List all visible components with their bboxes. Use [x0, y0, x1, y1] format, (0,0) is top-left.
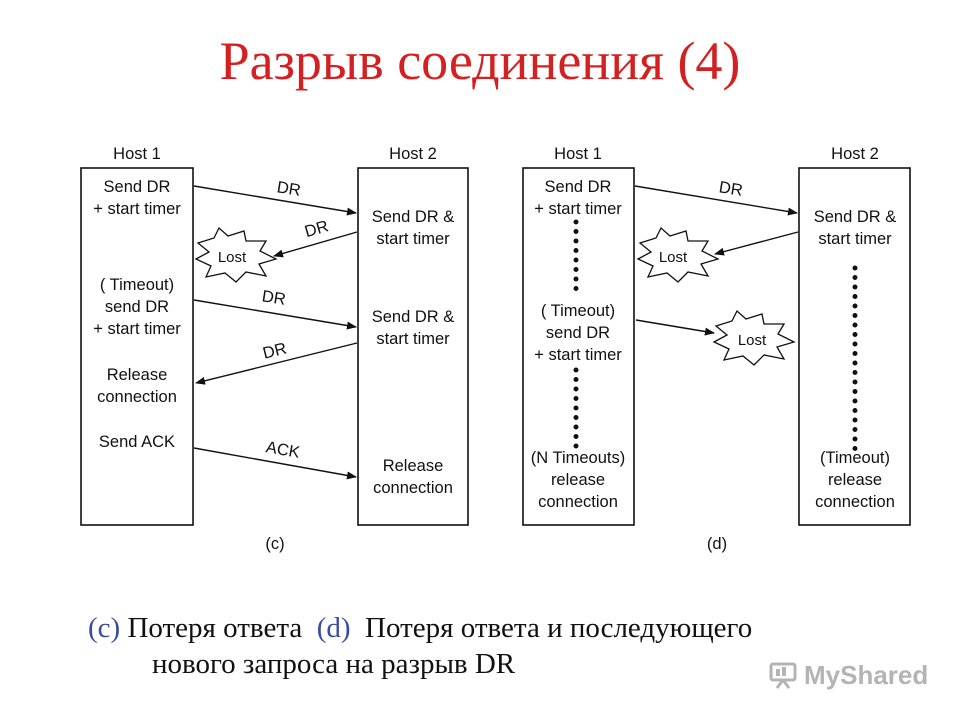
caption-d-text2: нового запроса на разрыв DR [152, 648, 516, 680]
caption-d-text: Потеря ответа и последующего [365, 612, 753, 644]
host1-label-d: Host 1 [554, 145, 602, 163]
h1-release-line2: connection [97, 388, 177, 406]
lost-burst-d1: Lost [636, 226, 720, 283]
presentation-icon [769, 662, 797, 689]
host2-label-c: Host 2 [389, 145, 437, 163]
d-h1-ntimeouts-line3: connection [538, 493, 618, 511]
watermark-text: MyShared [804, 659, 929, 690]
h2-send-dr-a-line1: Send DR & [372, 208, 455, 226]
h2-release-line1: Release [383, 457, 444, 475]
h1-send-ack: Send ACK [99, 433, 175, 451]
d-h1-send-dr-line1: Send DR [545, 178, 612, 196]
h1-timeout-line1: ( Timeout) [100, 276, 174, 294]
host2-box-d [798, 167, 911, 526]
d-arrow-dr-2 [635, 319, 715, 336]
caption-c-tag: (c) [88, 612, 121, 644]
d-h1-ntimeouts-line2: release [551, 471, 605, 489]
d-label-dr-1: DR [718, 178, 744, 200]
d-arrow-dr-1 [634, 185, 798, 216]
lost-label-d1: Lost [659, 249, 688, 266]
d-h1-timeout-line1: ( Timeout) [541, 302, 615, 320]
diagram-d: Host 1 Host 2 Send DR + start timer ( Ti… [522, 145, 911, 553]
arrow-dr-3 [193, 299, 357, 330]
caption-d-tag: (d) [316, 612, 351, 644]
label-dr-3: DR [261, 287, 287, 309]
h1-timeout-line3: + start timer [93, 320, 181, 338]
h1-release-line1: Release [107, 366, 168, 384]
host2-box-c [357, 167, 469, 526]
diagram-c-label: (c) [265, 535, 284, 553]
h2-send-dr-a-line2: start timer [376, 230, 450, 248]
d-h2-timeout-line2: release [828, 471, 882, 489]
arrow-dr-1 [193, 185, 357, 216]
host2-label-d: Host 2 [831, 145, 879, 163]
diagram-d-label: (d) [707, 535, 727, 553]
arrow-dr-4 [195, 342, 358, 385]
label-ack: ACK [265, 438, 302, 462]
slide-title: Разрыв соединения (4) [219, 31, 741, 91]
label-dr-4: DR [261, 340, 289, 363]
lost-label-d2: Lost [738, 332, 767, 349]
arrow-ack [193, 447, 357, 480]
arrow-dr-2 [273, 231, 358, 258]
host1-label-c: Host 1 [113, 145, 161, 163]
d-h1-ntimeouts-line1: (N Timeouts) [531, 449, 625, 467]
d-h2-send-dr-line1: Send DR & [814, 208, 897, 226]
lost-label-c: Lost [218, 249, 247, 266]
label-dr-2: DR [303, 217, 331, 241]
caption-c-text: Потеря ответа [127, 612, 303, 644]
d-h1-timeout-line3: + start timer [534, 346, 622, 364]
host1-box-d [522, 167, 635, 526]
slide-caption: (c) Потеря ответа (d) Потеря ответа и по… [88, 610, 752, 682]
h2-send-dr-b-line2: start timer [376, 330, 450, 348]
h2-release-line2: connection [373, 479, 453, 497]
d-h1-send-dr-line2: + start timer [534, 200, 622, 218]
watermark: MyShared [768, 657, 938, 693]
d-arrow-reply [714, 231, 799, 256]
label-dr-1: DR [276, 178, 302, 200]
d-h2-send-dr-line2: start timer [818, 230, 892, 248]
lost-burst-d2: Lost [712, 309, 796, 366]
h1-send-dr-line1: Send DR [104, 178, 171, 196]
d-h2-timeout-line1: (Timeout) [820, 449, 890, 467]
lost-burst-c: Lost [194, 226, 278, 283]
d-h1-timeout-line2: send DR [546, 324, 610, 342]
h1-send-dr-line2: + start timer [93, 200, 181, 218]
h1-timeout-line2: send DR [105, 298, 169, 316]
d-h2-timeout-line3: connection [815, 493, 895, 511]
host1-box-c [80, 167, 194, 526]
h2-send-dr-b-line1: Send DR & [372, 308, 455, 326]
diagram-c: Host 1 Host 2 Send DR + start timer ( Ti… [80, 145, 469, 553]
